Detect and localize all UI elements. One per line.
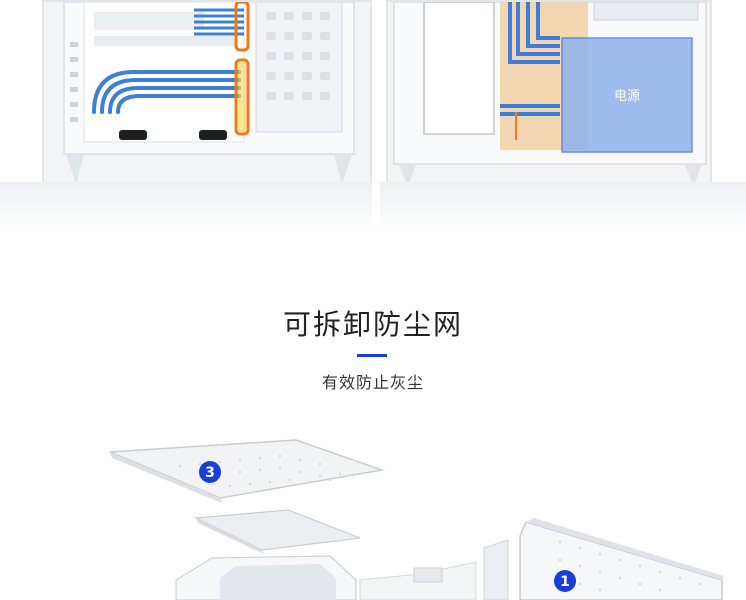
case-rear-illustration: 电源 <box>393 1 707 186</box>
case-rear-view: 电源 <box>386 0 712 186</box>
side-dust-filter <box>483 518 724 600</box>
title-accent-bar <box>357 354 387 357</box>
top-dust-filter <box>109 439 385 503</box>
dust-filter-exploded-view: 3 1 <box>109 439 724 600</box>
svg-text:3: 3 <box>205 465 215 481</box>
psu-label: 电源 <box>614 89 640 104</box>
case-chassis <box>175 555 477 600</box>
callout-badge-1: 1 <box>554 570 576 592</box>
callout-badge-3: 3 <box>199 461 221 483</box>
section-subtitle: 有效防止灰尘 <box>321 373 424 392</box>
case-front-illustration <box>63 0 355 184</box>
case-front-view <box>42 0 372 185</box>
floor-reflection-left <box>0 182 372 232</box>
floor-reflection-right <box>380 182 746 232</box>
case-interior-photo: 电源 <box>0 0 746 240</box>
mesh-dust-filter <box>193 509 361 554</box>
section-title: 可拆卸防尘网 <box>282 308 463 341</box>
svg-text:1: 1 <box>560 574 570 590</box>
